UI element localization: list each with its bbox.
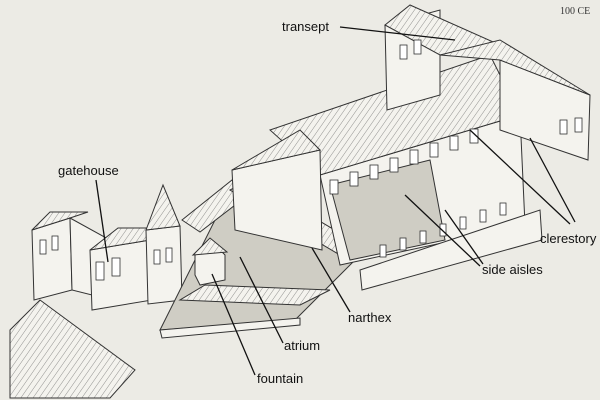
narthex-leader <box>311 247 351 313</box>
label-narthex: narthex <box>348 310 392 325</box>
gatehouse-leader <box>95 179 109 263</box>
side-aisles-leader-1 <box>404 194 481 267</box>
label-fountain: fountain <box>257 371 303 386</box>
label-transept: transept <box>282 19 329 34</box>
clerestory-leader-2 <box>529 137 576 223</box>
side-aisles-leader-2 <box>444 209 484 265</box>
label-side-aisles: side aisles <box>482 262 543 277</box>
leader-lines <box>95 26 576 376</box>
fountain-leader <box>211 273 256 376</box>
corner-label: 100 CE <box>560 6 590 17</box>
transept-building <box>384 4 591 161</box>
entrance-stairs <box>9 299 136 399</box>
gatehouse-building <box>31 183 183 311</box>
atrium-leader <box>239 256 284 344</box>
label-gatehouse: gatehouse <box>58 163 119 178</box>
label-clerestory: clerestory <box>540 231 597 246</box>
label-atrium: atrium <box>284 338 320 353</box>
transept-leader <box>339 26 456 41</box>
nave-building <box>231 54 543 291</box>
clerestory-leader-1 <box>469 129 571 225</box>
